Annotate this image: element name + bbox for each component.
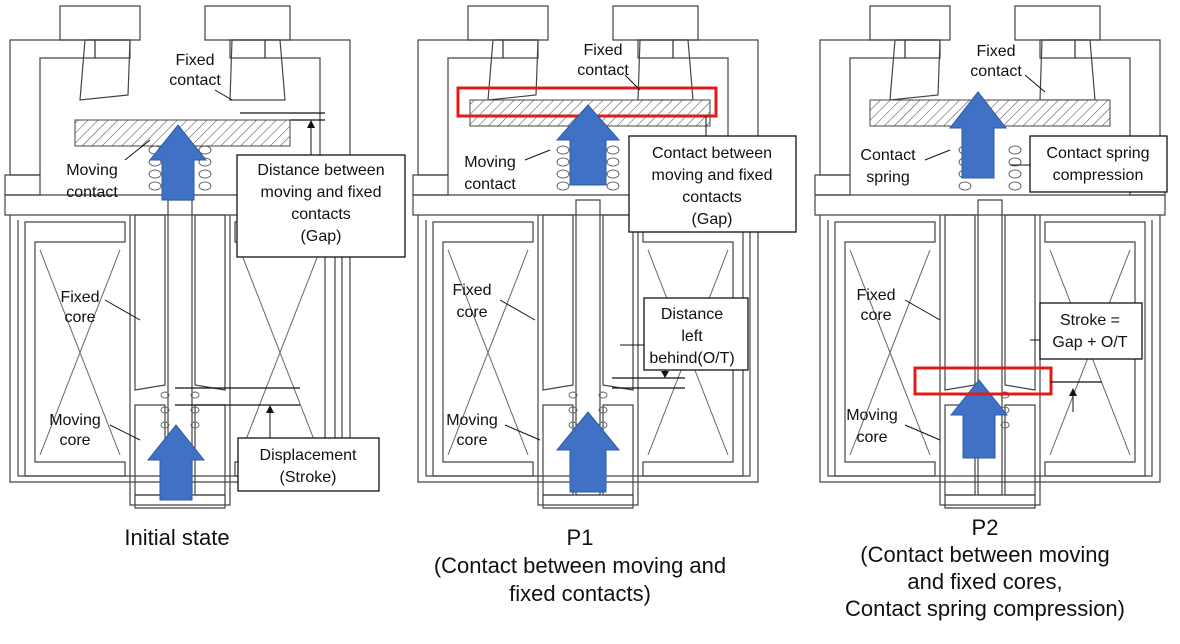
spring-compression-callout-box <box>1029 135 1168 193</box>
panel-p2 <box>814 5 1166 509</box>
up-arrow-bottom <box>555 411 621 493</box>
stroke-equation-callout-text: Stroke =Gap + O/T <box>1052 312 1127 351</box>
ot-callout-box <box>643 297 749 371</box>
panel-p1 <box>412 5 764 509</box>
stroke-callout-box <box>237 437 380 492</box>
up-arrow-top <box>148 124 208 201</box>
stroke-equation-callout-box <box>1039 302 1143 360</box>
contact-callout-box <box>628 135 797 233</box>
up-arrow-top <box>948 91 1008 179</box>
up-arrow-bottom <box>146 424 206 501</box>
up-arrow-top <box>555 104 621 186</box>
gap-callout-box <box>236 154 406 258</box>
stroke-callout-text: Displacement(Stroke) <box>260 447 357 486</box>
p2-highlight-box <box>913 366 1053 396</box>
panel-initial-state <box>4 5 356 509</box>
up-arrow-bottom <box>949 379 1009 459</box>
caption-initial-state: Initial state <box>124 525 229 550</box>
